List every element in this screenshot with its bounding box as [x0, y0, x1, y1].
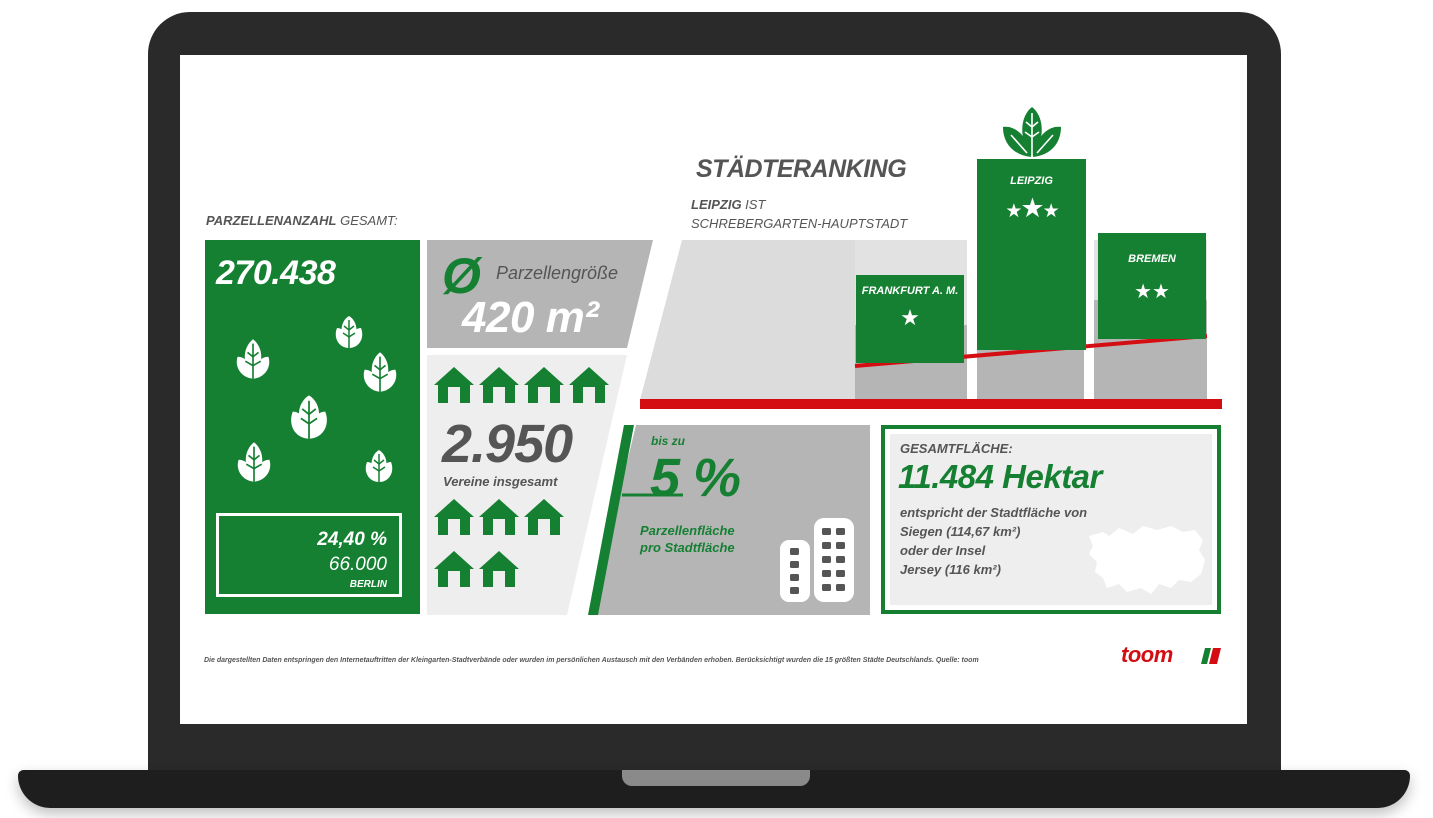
city-name: FRANKFURT A. M.: [861, 285, 959, 297]
berlin-box: 24,40 % 66.000 BERLIN: [216, 513, 402, 597]
logo-text: toom: [1121, 642, 1173, 667]
star-icons: ★★: [1134, 281, 1170, 303]
share-label: Parzellenfläche pro Stadtfläche: [640, 523, 735, 555]
house-icons-top: [434, 367, 609, 403]
logo-mark-icon: [1201, 648, 1221, 664]
total-area-panel: GESAMTFLÄCHE: 11.484 Hektar entspricht d…: [881, 425, 1221, 614]
share-prefix: bis zu: [651, 434, 686, 448]
berlin-percent: 24,40 %: [317, 529, 387, 550]
leaf-icon: [237, 442, 271, 482]
total-area-value: 11.484 Hektar: [898, 458, 1102, 495]
island-map-icon: [1089, 526, 1205, 594]
leaf-icon: [236, 339, 270, 379]
ranking-title: STÄDTERANKING: [696, 155, 907, 183]
diameter-icon: Ø: [442, 248, 481, 304]
parcel-total-panel: 270.438 24,40 % 66.000 BERLIN: [205, 240, 420, 614]
podium-leipzig: LEIPZIG ★★★: [977, 159, 1086, 350]
leaf-icon: [365, 450, 393, 482]
total-area-text: entspricht der Stadtfläche von Siegen (1…: [900, 505, 1088, 577]
parcel-total-value: 270.438: [216, 254, 336, 292]
berlin-label: BERLIN: [349, 579, 387, 590]
associations-panel: [427, 355, 627, 615]
share-value: 5 %: [650, 448, 741, 508]
parcel-size-label: Parzellengröße: [496, 263, 619, 283]
footer-note: Die dargestellten Daten entspringen den …: [204, 657, 979, 664]
laptop-notch: [622, 770, 810, 786]
parcel-total-heading: PARZELLENANZAHL GESAMT:: [206, 213, 398, 228]
ranking-subtitle: LEIPZIG IST SCHREBERGARTEN-HAUPTSTADT: [691, 197, 908, 231]
parcel-size-value: 420 m²: [462, 293, 599, 342]
podium-bremen: BREMEN ★★: [1098, 233, 1206, 339]
parcel-size-panel: [427, 240, 653, 348]
associations-value: 2.950: [442, 414, 573, 474]
leaf-icon: [291, 395, 327, 439]
house-icons-bottom: [434, 499, 564, 587]
city-name: BREMEN: [1128, 253, 1176, 265]
podium-frankfurt: FRANKFURT A. M. ★: [856, 275, 964, 363]
leaf-icon: [1003, 107, 1061, 157]
total-area-title: GESAMTFLÄCHE:: [900, 441, 1013, 456]
toom-logo[interactable]: toom: [1121, 642, 1221, 668]
star-icons: ★★★: [1005, 193, 1059, 223]
laptop-screen: PARZELLENANZAHL GESAMT: STÄDTERANKING LE…: [180, 55, 1247, 724]
leaf-icon: [363, 352, 397, 392]
star-icon: ★: [900, 305, 920, 330]
city-name: LEIPZIG: [1010, 175, 1053, 187]
leaf-icon: [335, 316, 363, 348]
associations-label: Vereine insgesamt: [443, 474, 558, 489]
building-icon: [780, 518, 854, 602]
berlin-count: 66.000: [328, 554, 387, 575]
